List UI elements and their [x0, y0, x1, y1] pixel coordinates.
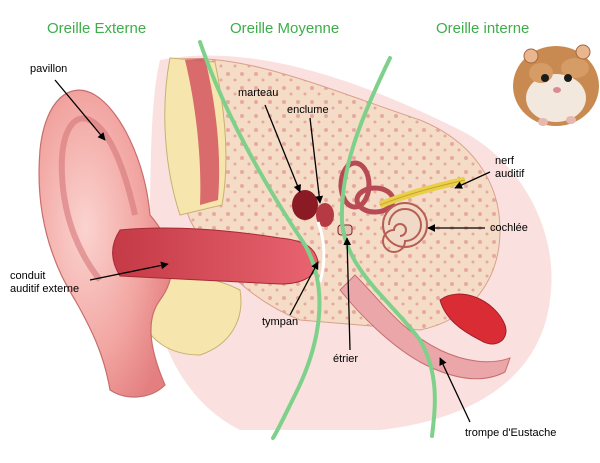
label-cochlee: cochlée — [490, 222, 528, 234]
label-trompe-eustache: trompe d'Eustache — [465, 427, 557, 439]
label-nerf-line1: nerf — [495, 155, 514, 167]
divider-outer-middle — [198, 40, 322, 440]
label-tympan: tympan — [262, 316, 299, 328]
label-etrier: étrier — [333, 353, 359, 365]
label-nerf-auditif: nerf auditif — [495, 155, 524, 181]
label-conduit-line2: auditif externe — [10, 283, 80, 295]
muscle-band — [185, 58, 220, 205]
hamster-image — [513, 44, 599, 126]
tympanum — [316, 221, 326, 283]
malleus — [292, 190, 318, 220]
ear-canal — [112, 227, 319, 285]
title-inner-ear: Oreille interne — [436, 20, 530, 37]
label-conduit-line1: conduit — [10, 270, 46, 282]
cochlea — [382, 202, 428, 253]
label-marteau: marteau — [238, 87, 279, 99]
label-conduit-auditif: conduit auditif externe — [10, 270, 79, 296]
title-middle-ear: Oreille Moyenne — [230, 20, 340, 37]
eustachian-muscle — [439, 293, 507, 345]
pinna-fold — [58, 115, 138, 282]
label-pavillon: pavillon — [30, 63, 68, 75]
divider-middle-inner — [339, 56, 437, 438]
leader-lines — [54, 79, 491, 423]
pinna — [38, 89, 173, 398]
label-nerf-line2: auditif — [495, 168, 525, 180]
eustachian-tube — [339, 274, 511, 380]
title-outer-ear: Oreille Externe — [47, 20, 147, 37]
label-enclume: enclume — [287, 104, 329, 116]
incus — [316, 203, 334, 227]
